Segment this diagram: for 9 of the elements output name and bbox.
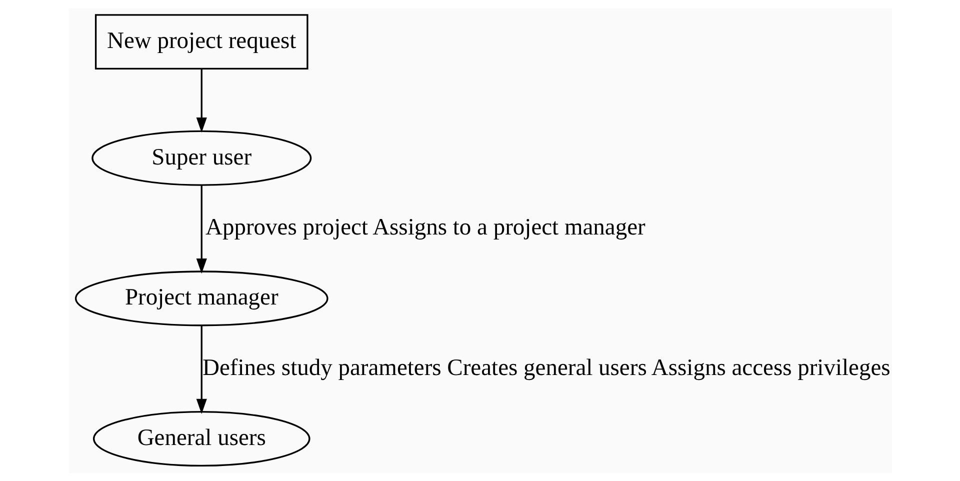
arrow [196,186,206,274]
node-ellipse: Super user [91,130,312,186]
arrow [196,326,206,414]
node-box: New project request [94,14,308,70]
arrow [196,69,206,133]
node-ellipse: Project manager [74,270,328,326]
edge-label: Approves project Assigns to a project manager [205,214,645,241]
node-ellipse: General users [92,411,310,467]
edge-label: Defines study parameters Creates general users Assigns access privileges [202,354,890,381]
